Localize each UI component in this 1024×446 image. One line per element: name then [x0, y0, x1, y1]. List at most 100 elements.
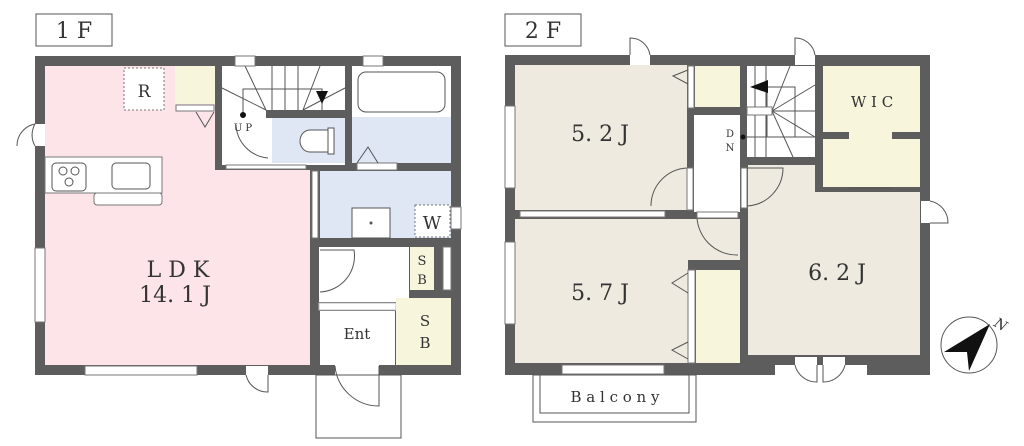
- door-west[interactable]: [35, 124, 45, 146]
- burner: [70, 166, 80, 176]
- shoe-box-label: S: [420, 312, 430, 330]
- door-south[interactable]: [246, 366, 268, 375]
- window-south-2f: [823, 357, 845, 365]
- refrigerator-space: [123, 67, 165, 111]
- closet-2f-b: [696, 270, 740, 363]
- door-swing: [746, 167, 784, 207]
- toilet-icon: [299, 129, 329, 153]
- room-6-2j-door[interactable]: [740, 167, 748, 209]
- step: [318, 302, 397, 311]
- window-swing: [794, 37, 816, 56]
- washer-space: [414, 204, 451, 238]
- door-marker: [671, 272, 689, 294]
- stair-start-dot: [740, 134, 746, 140]
- window-washroom: [450, 206, 462, 230]
- washer-label: W: [423, 213, 442, 234]
- window-swing: [629, 37, 651, 56]
- ldk-size: 14. 1 J: [139, 283, 211, 308]
- door-marker: [195, 111, 215, 128]
- stair-treads: [745, 65, 816, 158]
- window-south-2f: [795, 357, 817, 365]
- wic-label: W I C: [851, 93, 893, 111]
- floor-1-title-box: [35, 13, 113, 47]
- compass: N: [940, 315, 1010, 374]
- porch: [315, 374, 402, 439]
- wall: [266, 110, 345, 118]
- pantry-door[interactable]: [175, 104, 215, 112]
- bathroom-door[interactable]: [356, 162, 398, 171]
- ldk-label: L D K: [147, 258, 210, 283]
- shoe-box-small: [410, 247, 434, 290]
- window-interior: [519, 210, 666, 218]
- closet-door[interactable]: [687, 269, 696, 364]
- stove-icon: [51, 162, 87, 192]
- window-south: [84, 365, 198, 376]
- window-swing: [794, 364, 846, 383]
- stair-arrow-icon: [750, 80, 768, 93]
- room-5-7j: [515, 219, 740, 363]
- stairs-down-label: D: [726, 129, 734, 140]
- closet-door[interactable]: [687, 65, 695, 109]
- door-marker: [670, 341, 689, 360]
- counter-edge: [93, 192, 163, 206]
- stairs-down-label: N: [726, 143, 735, 154]
- stair-treads: [221, 65, 346, 159]
- entrance: [320, 311, 395, 355]
- balcony: [532, 374, 697, 423]
- hallway-2f: [694, 115, 740, 212]
- burner: [64, 177, 74, 187]
- front-door[interactable]: [335, 365, 379, 375]
- shoe-box: [396, 298, 451, 365]
- floor-1-title: 1 F: [56, 19, 92, 44]
- window-west-2f: [504, 105, 516, 189]
- entrance-label: Ent: [344, 325, 371, 343]
- entrance-floor: [320, 355, 395, 365]
- door-swing: [696, 211, 739, 256]
- window-2f-north: [630, 55, 650, 65]
- landing: [746, 106, 773, 116]
- floor-1: 1 F R L D K 14. 1 J: [16, 13, 462, 439]
- window-stairs: [234, 55, 256, 67]
- floor-2-title: 2 F: [525, 19, 561, 44]
- shoe-box-label: B: [419, 334, 430, 352]
- window-swing: [929, 200, 949, 224]
- north-label: N: [990, 315, 1010, 336]
- pantry-closet: [175, 66, 215, 104]
- walk-in-closet: [823, 66, 920, 187]
- window-stairs-2f: [795, 55, 815, 65]
- storage-small: [442, 246, 452, 291]
- door-swing: [334, 365, 380, 407]
- room-6-2j-label: 6. 2 J: [808, 261, 866, 286]
- balcony-label: B a l c o n y: [571, 388, 660, 406]
- ldk-room: [45, 66, 310, 365]
- floor-2-title-box: [504, 13, 582, 47]
- closet-2f-a: [695, 66, 740, 107]
- shoe-box-small-label: B: [417, 273, 427, 288]
- room-5-2j: [515, 65, 687, 210]
- room-5-7j-door[interactable]: [696, 211, 739, 219]
- balcony-window[interactable]: [561, 364, 665, 375]
- burner: [58, 166, 68, 176]
- door-marker: [356, 146, 379, 164]
- wall: [823, 132, 849, 139]
- window-bath: [362, 55, 384, 67]
- stairs-up-label: U P: [234, 123, 253, 134]
- washroom-door[interactable]: [311, 170, 319, 239]
- sink-icon: [111, 162, 151, 190]
- window-west-2f-b: [504, 241, 516, 325]
- drain: [369, 221, 373, 225]
- floor-2: 2 F 5. 2 J D N W I C: [504, 13, 949, 423]
- hallway-1f: [319, 247, 409, 302]
- room-5-2j-door[interactable]: [686, 167, 694, 211]
- room-5-2j-label: 5. 2 J: [571, 122, 629, 147]
- shoe-box-small-label: S: [418, 254, 427, 269]
- room-6-2j: [748, 165, 920, 355]
- window-west: [34, 247, 46, 323]
- toilet-door[interactable]: [225, 164, 307, 170]
- wall: [892, 132, 920, 139]
- room-5-7j-label: 5. 7 J: [571, 281, 629, 306]
- bathtub-icon: [357, 71, 446, 113]
- stair-start-dot: [240, 112, 246, 118]
- door-swing: [16, 123, 36, 147]
